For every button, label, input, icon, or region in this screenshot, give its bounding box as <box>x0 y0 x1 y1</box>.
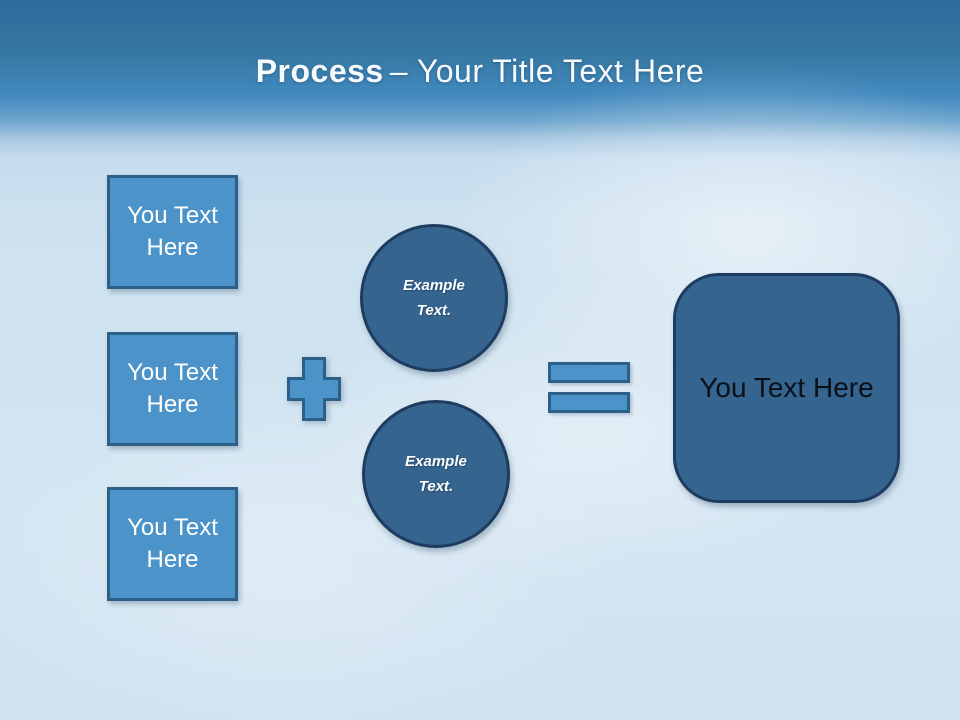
process-input-box-1: You Text Here <box>107 175 238 289</box>
result-box-label: You Text Here <box>699 372 874 403</box>
equals-bar-bottom <box>548 392 630 413</box>
equals-icon <box>548 362 630 413</box>
example-circle-2-label: Example Text. <box>405 452 467 496</box>
slide-title: Process– Your Title Text Here <box>0 53 960 90</box>
plus-icon <box>287 357 341 421</box>
example-circle-2: Example Text. <box>362 400 510 548</box>
title-subtitle: – Your Title Text Here <box>389 53 705 89</box>
example-circle-1: Example Text. <box>360 224 508 372</box>
equals-bar-top <box>548 362 630 383</box>
example-circle-1-label: Example Text. <box>403 276 465 320</box>
process-input-box-3-label: You Text Here <box>127 514 218 573</box>
result-box: You Text Here <box>673 273 900 503</box>
process-input-box-2: You Text Here <box>107 332 238 446</box>
title-keyword: Process <box>255 53 384 89</box>
process-input-box-2-label: You Text Here <box>127 359 218 418</box>
process-input-box-1-label: You Text Here <box>127 202 218 261</box>
process-input-box-3: You Text Here <box>107 487 238 601</box>
